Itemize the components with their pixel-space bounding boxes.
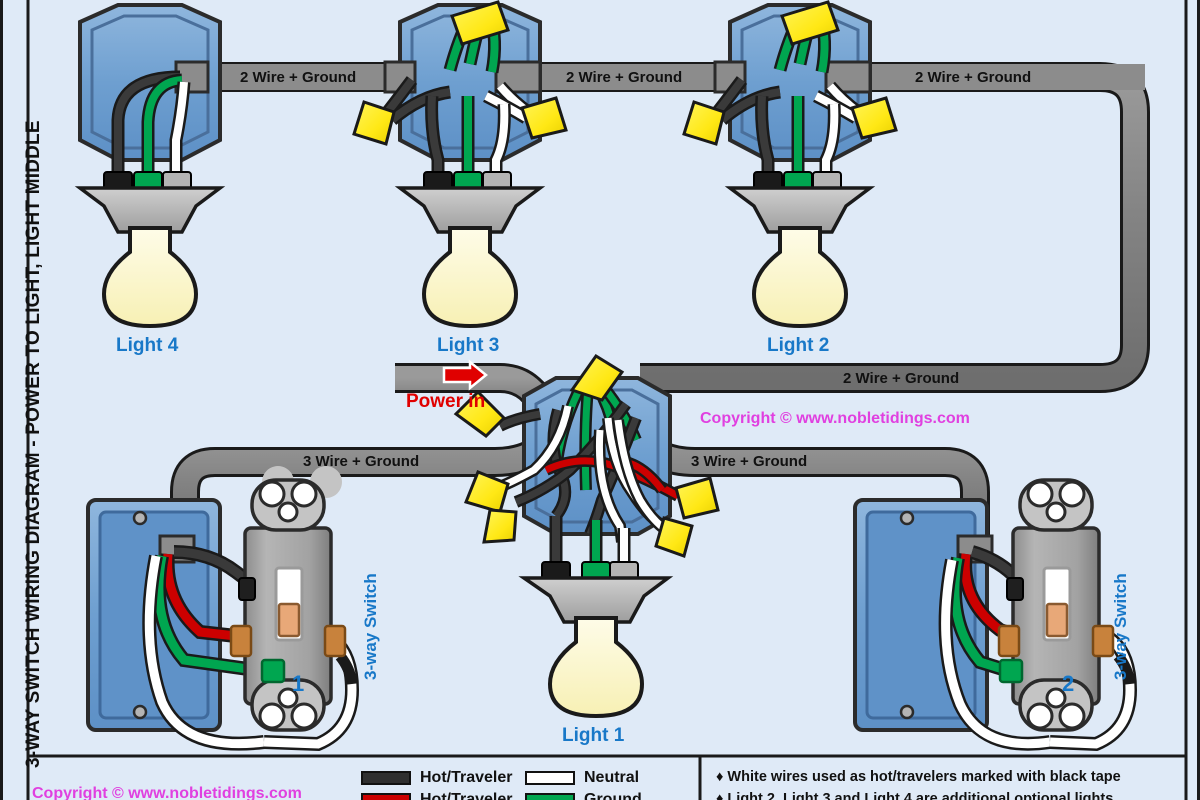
light-label-4: Light 4 — [116, 335, 179, 356]
note-line-2: ♦ Light 2, Light 3 and Light 4 are addit… — [716, 791, 1114, 800]
switch-number-1: 1 — [292, 671, 305, 696]
wire-nut-icon — [453, 389, 507, 438]
junction-box-center — [453, 353, 720, 719]
legend-label-ground: Ground — [584, 791, 642, 800]
legend-swatches — [361, 771, 575, 800]
copyright-bottom: Copyright © www.nobletidings.com — [32, 785, 302, 800]
cable-label-right-feed: 2 Wire + Ground — [843, 370, 960, 387]
page-title: 3-WAY SWITCH WIRING DIAGRAM - POWER TO L… — [23, 120, 44, 768]
cable-label-top-left: 2 Wire + Ground — [240, 69, 357, 86]
light-fixture-4 — [74, 2, 226, 329]
legend-label-hot-black: Hot/Traveler — [420, 769, 513, 786]
cable-label-top-middle: 2 Wire + Ground — [566, 69, 683, 86]
cable-label-mid-right: 3 Wire + Ground — [691, 453, 808, 470]
wire-nut-icon — [352, 100, 396, 146]
wire-nut-icon — [463, 470, 510, 514]
legend-label-hot-red: Hot/Traveler — [420, 791, 513, 800]
cable-label-mid-left: 3 Wire + Ground — [303, 453, 420, 470]
copyright-center: Copyright © www.nobletidings.com — [700, 410, 970, 427]
switch-number-2: 2 — [1062, 671, 1075, 696]
wire-nut-icon — [482, 508, 518, 544]
light-fixture-3 — [352, 0, 568, 329]
wire-nut-icon — [674, 476, 720, 520]
power-in-label: Power in — [406, 391, 486, 412]
switch-caption-2: 3-way Switch — [1111, 573, 1130, 680]
switch-assembly-2 — [853, 478, 1138, 752]
light-fixture-2 — [682, 0, 898, 329]
legend-label-neutral: Neutral — [584, 769, 640, 786]
light-label-3: Light 3 — [437, 335, 500, 356]
wire-nut-icon — [450, 0, 510, 46]
right-arrow-icon — [442, 359, 488, 391]
switch-assembly-1 — [86, 466, 360, 752]
light-label-1: Light 1 — [562, 725, 625, 746]
note-line-1: ♦ White wires used as hot/travelers mark… — [716, 769, 1121, 785]
cable-label-top-right: 2 Wire + Ground — [915, 69, 1032, 86]
light-label-2: Light 2 — [767, 335, 830, 356]
wire-nut-icon — [520, 96, 568, 140]
wire-nut-icon — [654, 516, 694, 558]
switch-caption-1: 3-way Switch — [361, 573, 380, 680]
wire-nut-icon — [569, 353, 625, 402]
wire-nut-icon — [682, 100, 726, 146]
wire-nut-icon — [850, 96, 898, 140]
wire-nut-icon — [780, 0, 840, 46]
